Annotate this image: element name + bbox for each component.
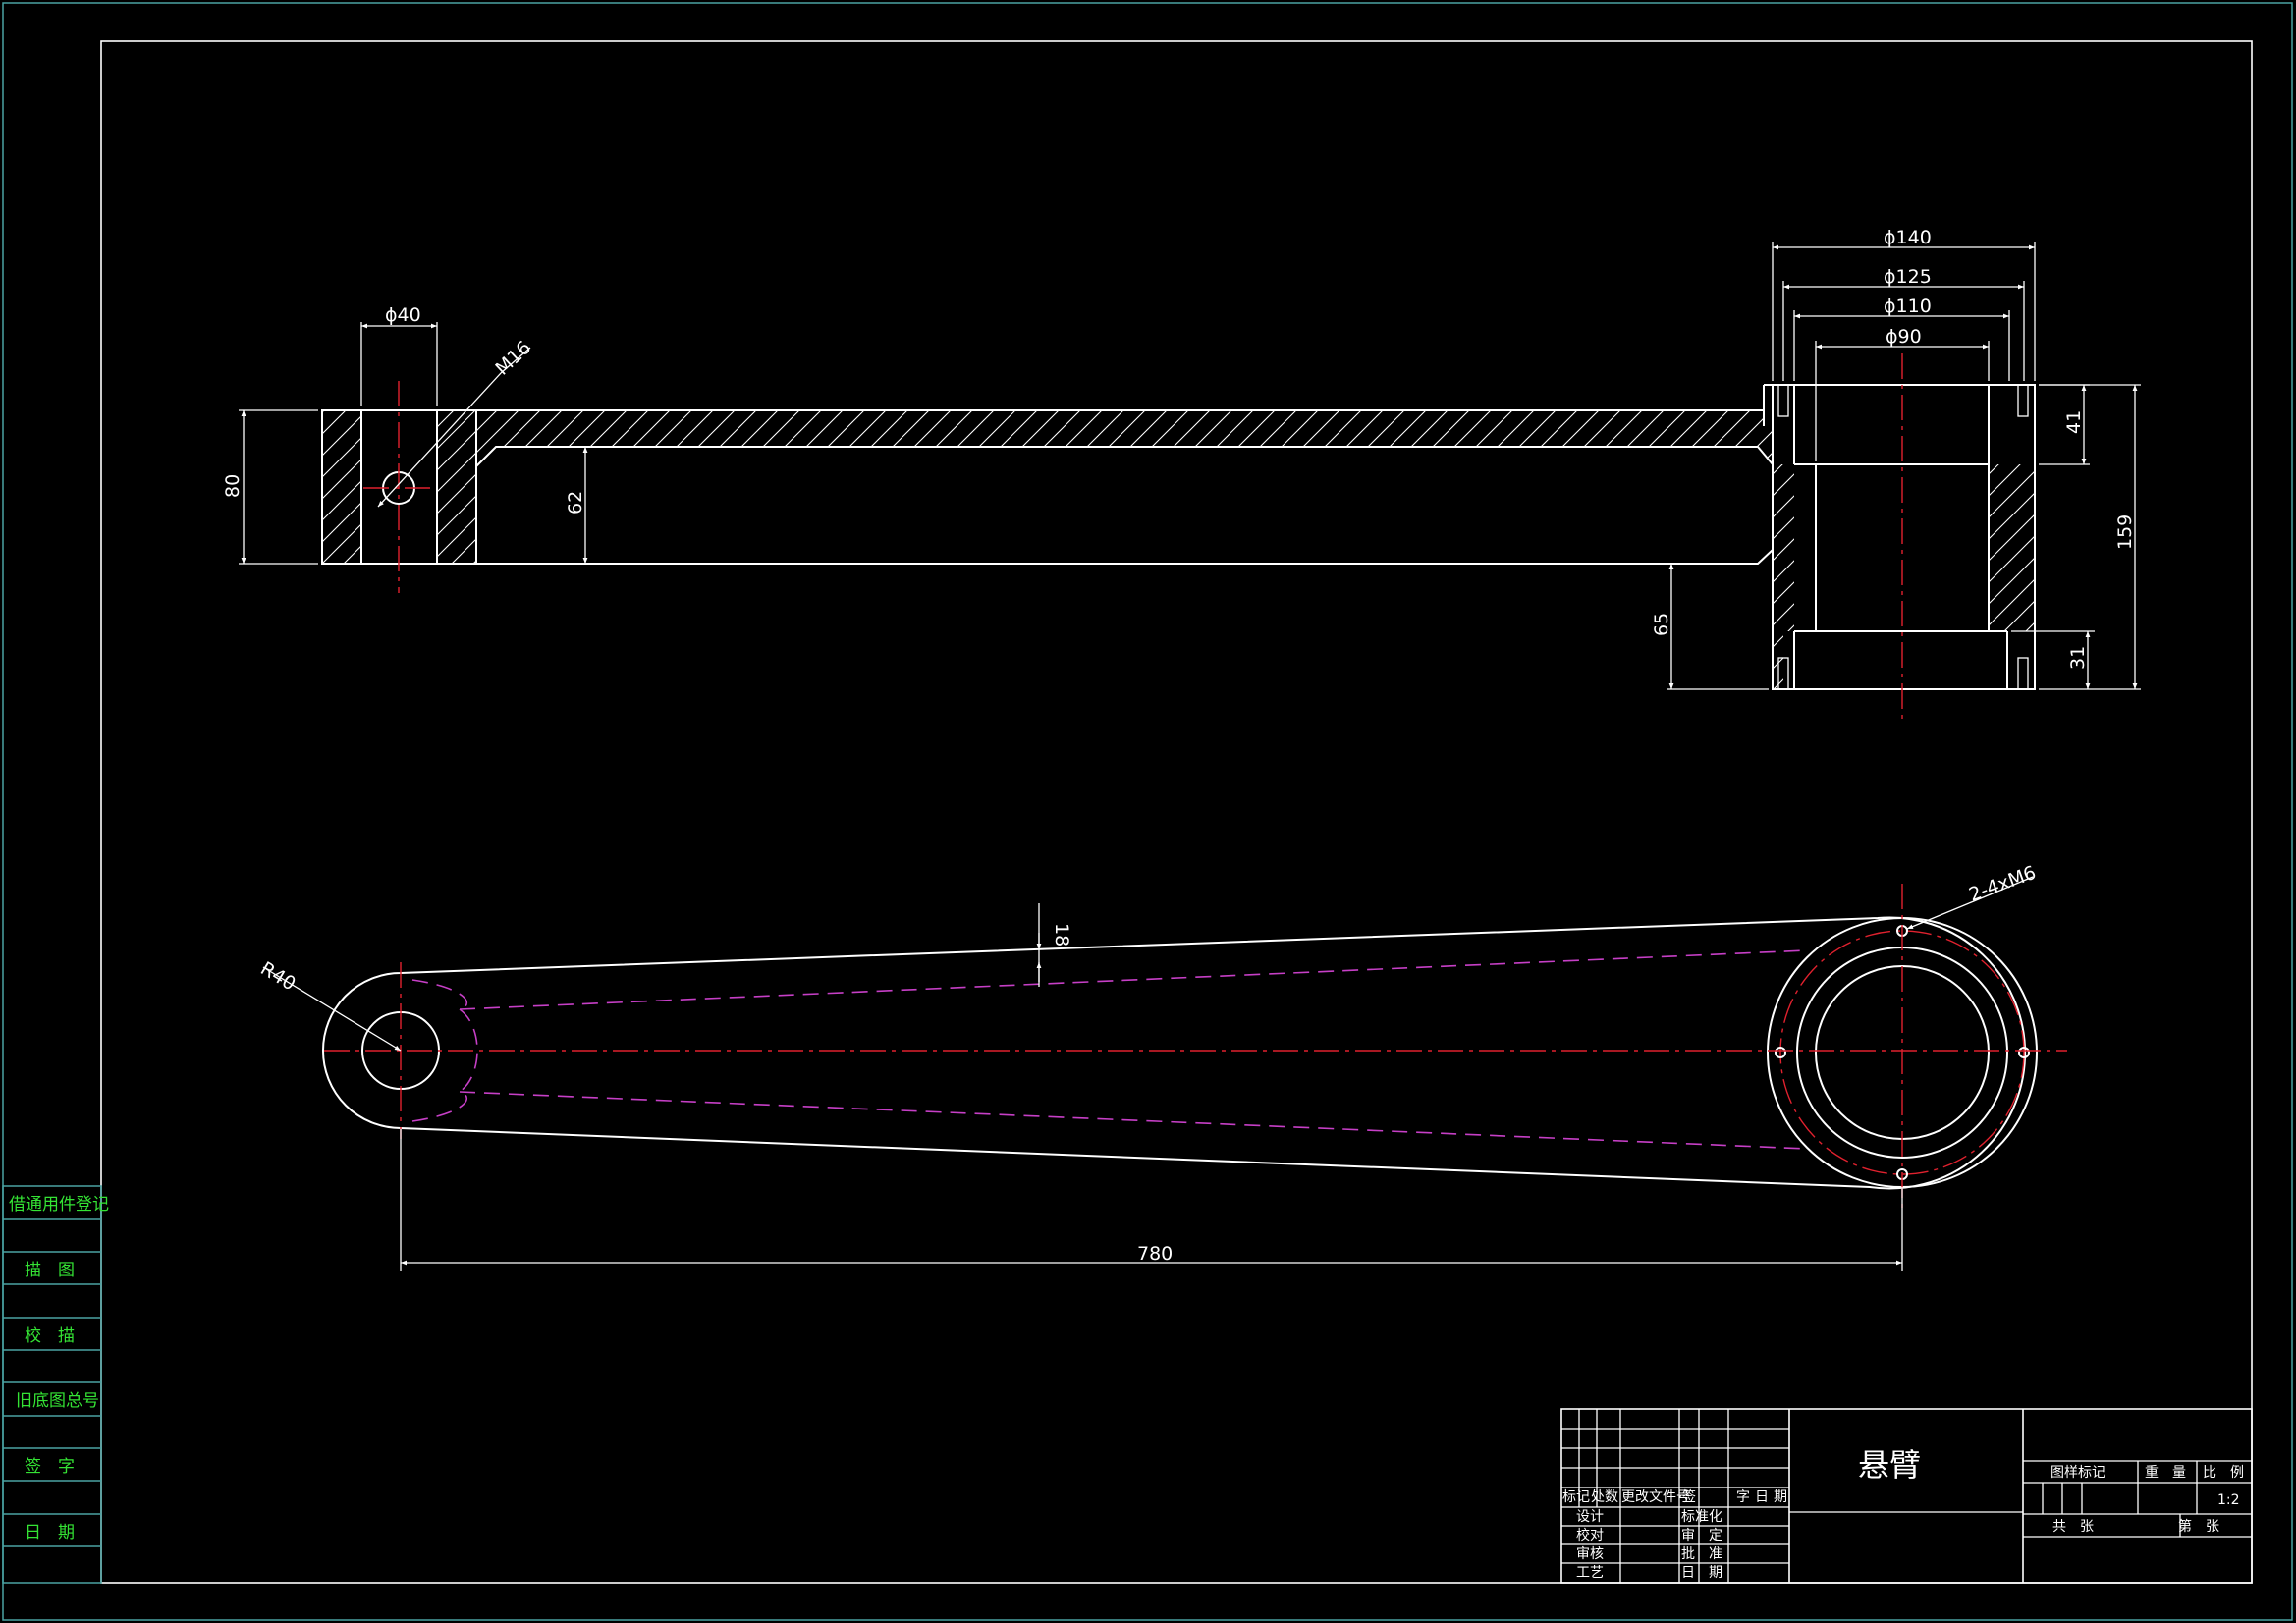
label-authorize: 批 准 [1681, 1546, 1722, 1562]
label-standard: 标准化 [1681, 1509, 1722, 1525]
dim-h62: 62 [565, 491, 586, 514]
dim-h80: 80 [222, 474, 244, 498]
hatch-arm-web [476, 410, 1773, 564]
dim-d40: ϕ40 [385, 304, 421, 326]
dim-m16: M16 [491, 337, 535, 380]
side-label-4: 签 字 [25, 1457, 75, 1477]
label-design: 设计 [1576, 1509, 1604, 1525]
mark-header-2: 比 例 [2203, 1465, 2244, 1481]
rev-header-0: 标记 [1562, 1489, 1590, 1505]
scale-value: 1:2 [2217, 1492, 2240, 1508]
hatch-left-boss-b [437, 410, 476, 564]
hatch-left-boss-a [322, 410, 361, 564]
dim-d140: ϕ140 [1884, 227, 1932, 248]
drawing-border [100, 40, 2253, 1584]
dim-h159: 159 [2114, 514, 2136, 550]
dim-d90: ϕ90 [1886, 326, 1922, 348]
hidden-pocket [459, 949, 1808, 1150]
dim-m6-holes: 2-4xM6 [1966, 862, 2039, 906]
ring-housing-outline [1772, 384, 2036, 690]
rev-header-6: 期 [1774, 1489, 1787, 1505]
dim-d110: ϕ110 [1884, 296, 1932, 317]
side-label-0: 借通用件登记 [9, 1195, 109, 1215]
side-panel: 借通用件登记 描 图 校 描 旧底图总号 签 字 日 期 [2, 1185, 109, 1584]
dim-t18: 18 [1051, 923, 1072, 947]
tapped-hole-bottom-right [2017, 657, 2029, 690]
m6-hole-left [1775, 1047, 1786, 1058]
section-view: ϕ40 M16 80 62 65 ϕ140 ϕ125 ϕ110 ϕ90 [222, 227, 2141, 722]
label-approve: 审 定 [1681, 1528, 1722, 1543]
title-block: 悬臂 标记 处数 更改文件号 签 字 日 期 设计 校对 审核 工艺 标准化 审… [1560, 1408, 2253, 1584]
hatch-right-wall [1773, 464, 1794, 689]
dim-len780: 780 [1137, 1243, 1173, 1265]
mark-header-0: 图样标记 [2050, 1465, 2105, 1481]
m6-hole-right [2018, 1047, 2030, 1058]
label-date: 日 期 [1681, 1565, 1722, 1581]
part-name: 悬臂 [1858, 1446, 1921, 1484]
side-label-1: 描 图 [25, 1261, 75, 1280]
tapped-hole-top-left [1777, 384, 1789, 417]
side-label-2: 校 描 [25, 1326, 75, 1346]
rev-header-3: 签 [1682, 1488, 1696, 1505]
rev-header-1: 处数 [1591, 1489, 1618, 1505]
side-label-3: 旧底图总号 [16, 1391, 99, 1411]
label-review: 审核 [1576, 1546, 1604, 1562]
dim-h31: 31 [2067, 646, 2089, 670]
mark-header-1: 重 量 [2145, 1465, 2186, 1481]
dim-d125: ϕ125 [1884, 266, 1932, 288]
arm-outline [322, 916, 2027, 1190]
rev-header-5: 日 [1755, 1489, 1769, 1505]
dim-r40: R40 [256, 957, 299, 995]
label-process: 工艺 [1576, 1565, 1604, 1581]
bolt-circle [1779, 930, 2025, 1175]
rev-header-4: 字 [1736, 1489, 1750, 1505]
dim-h41: 41 [2063, 410, 2085, 434]
rev-header-2: 更改文件号 [1621, 1489, 1690, 1505]
sheets-total: 共 张 [2052, 1519, 2094, 1535]
label-check: 校对 [1576, 1527, 1604, 1543]
side-label-5: 日 期 [25, 1523, 75, 1542]
plan-view: R40 18 2-4xM6 780 [256, 862, 2067, 1271]
tapped-hole-bottom-left [1777, 657, 1789, 690]
tapped-hole-top-right [2017, 384, 2029, 417]
dim-h65: 65 [1651, 613, 1672, 636]
sheet-number: 第 张 [2178, 1518, 2219, 1535]
hatch-ring-wall [1989, 464, 2035, 631]
